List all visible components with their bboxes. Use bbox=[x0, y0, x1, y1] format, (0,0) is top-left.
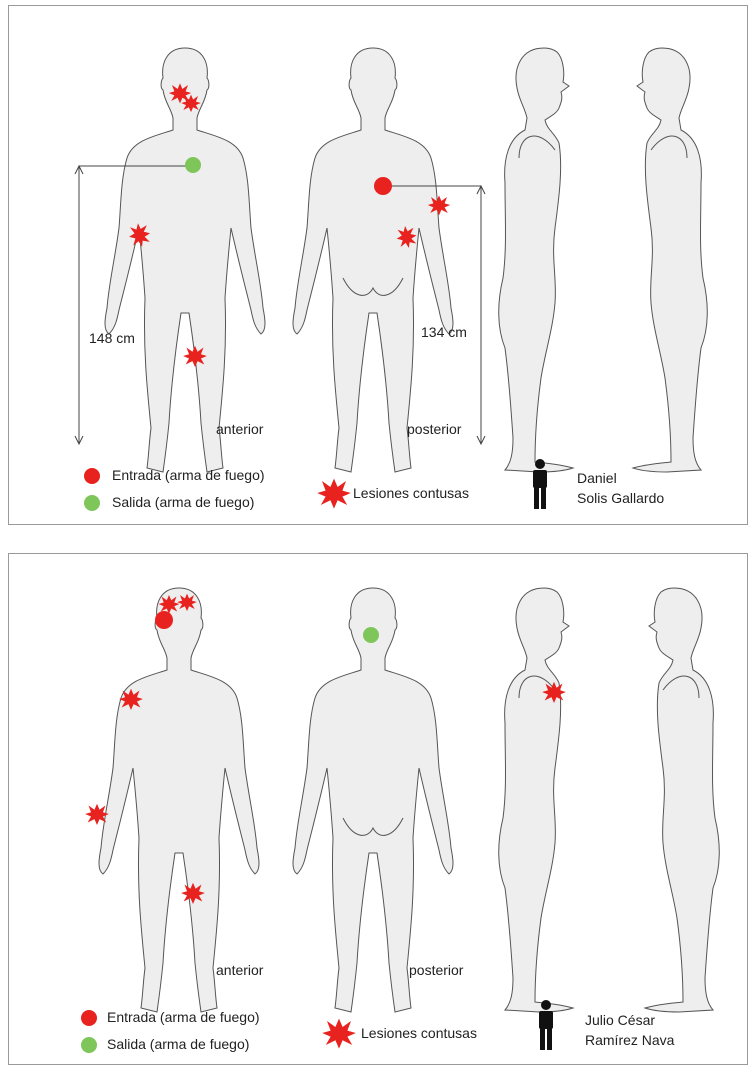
diagram-panel-julio: anterior posterior Entrada (arma de fueg… bbox=[8, 553, 748, 1065]
body-figures-svg bbox=[9, 6, 747, 524]
side-body-figure-left bbox=[633, 48, 707, 472]
height-back-label: 134 cm bbox=[421, 324, 467, 340]
view-anterior-label: anterior bbox=[216, 962, 263, 978]
front-body-figure bbox=[99, 588, 259, 1012]
entry-dot-icon bbox=[84, 468, 100, 484]
back-body-figure bbox=[293, 588, 453, 1012]
exit-wound-chest bbox=[185, 157, 201, 173]
height-front-label: 148 cm bbox=[89, 330, 135, 346]
entry-wound-face bbox=[155, 611, 173, 629]
entry-wound-back bbox=[374, 177, 392, 195]
exit-wound-neck bbox=[363, 627, 379, 643]
legend-exit-label: Salida (arma de fuego) bbox=[112, 494, 254, 510]
bruise-icon bbox=[317, 479, 351, 509]
legend-entry-label: Entrada (arma de fuego) bbox=[107, 1009, 260, 1025]
diagram-panel-daniel: 148 cm 134 cm anterior posterior Entrada… bbox=[8, 5, 748, 525]
view-posterior-label: posterior bbox=[409, 962, 463, 978]
front-body-figure bbox=[105, 48, 265, 472]
side-body-figure-right bbox=[499, 48, 573, 472]
person-name-line1: Julio César bbox=[585, 1012, 655, 1028]
legend-bruises-label: Lesiones contusas bbox=[353, 485, 469, 501]
view-anterior-label: anterior bbox=[216, 421, 263, 437]
person-name-line2: Solis Gallardo bbox=[577, 490, 664, 506]
back-body-figure bbox=[293, 48, 453, 472]
person-name-line1: Daniel bbox=[577, 470, 617, 486]
legend-bruises-label: Lesiones contusas bbox=[361, 1025, 477, 1041]
exit-dot-icon bbox=[81, 1037, 97, 1053]
side-body-figure-right bbox=[499, 588, 573, 1012]
entry-dot-icon bbox=[81, 1010, 97, 1026]
side-body-figure-left bbox=[645, 588, 719, 1012]
bruise-icon bbox=[322, 1019, 356, 1049]
exit-dot-icon bbox=[84, 495, 100, 511]
person-name-line2: Ramírez Nava bbox=[585, 1032, 674, 1048]
legend-exit-label: Salida (arma de fuego) bbox=[107, 1036, 249, 1052]
body-figures-svg-2 bbox=[9, 554, 747, 1064]
bruise-hand-front bbox=[85, 804, 109, 825]
view-posterior-label: posterior bbox=[407, 421, 461, 437]
legend-entry-label: Entrada (arma de fuego) bbox=[112, 467, 265, 483]
